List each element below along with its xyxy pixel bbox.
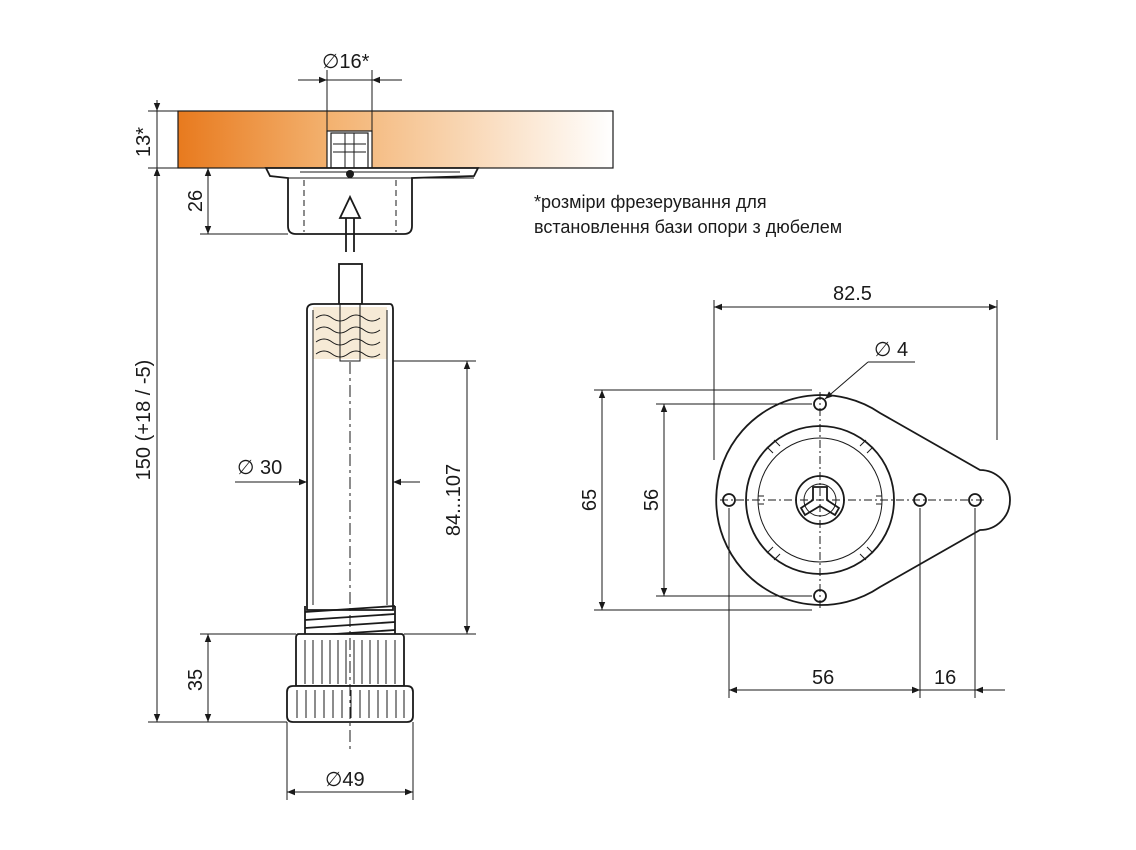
extension-lines-right <box>594 300 998 698</box>
dim-plate-width: 82.5 <box>833 283 872 305</box>
adjustable-foot <box>286 633 414 723</box>
cabinet-panel <box>177 110 614 169</box>
dim-hole-spacing-vertical: 56 <box>641 489 663 511</box>
dim-plate-height: 65 <box>579 489 601 511</box>
dim-base-height: 26 <box>185 190 207 212</box>
milling-note-line1: *розміри фрезерування для <box>534 192 767 212</box>
dim-hole-spacing-horizontal: 56 <box>812 667 834 689</box>
dim-total-height: 150 (+18 / -5) <box>133 360 155 481</box>
plate-centerlines <box>720 392 986 610</box>
dim-foot-diameter: ∅49 <box>325 769 365 791</box>
dim-tube-diameter: ∅ 30 <box>237 457 282 479</box>
dim-hole-depth: 13* <box>133 127 155 157</box>
dimension-lines-right <box>598 303 1005 694</box>
dim-foot-height: 35 <box>185 669 207 691</box>
milling-note-line2: встановлення бази опори з дюбелем <box>534 217 842 237</box>
dim-adjust-range: 84...107 <box>443 464 465 536</box>
dim-hole-offset: 16 <box>934 667 956 689</box>
dim-screw-hole-diameter: ∅ 4 <box>874 339 908 361</box>
leg-base-mount <box>264 167 480 252</box>
dimension-lines-left <box>153 76 471 796</box>
dim-hole-diameter: ∅16* <box>322 51 370 73</box>
